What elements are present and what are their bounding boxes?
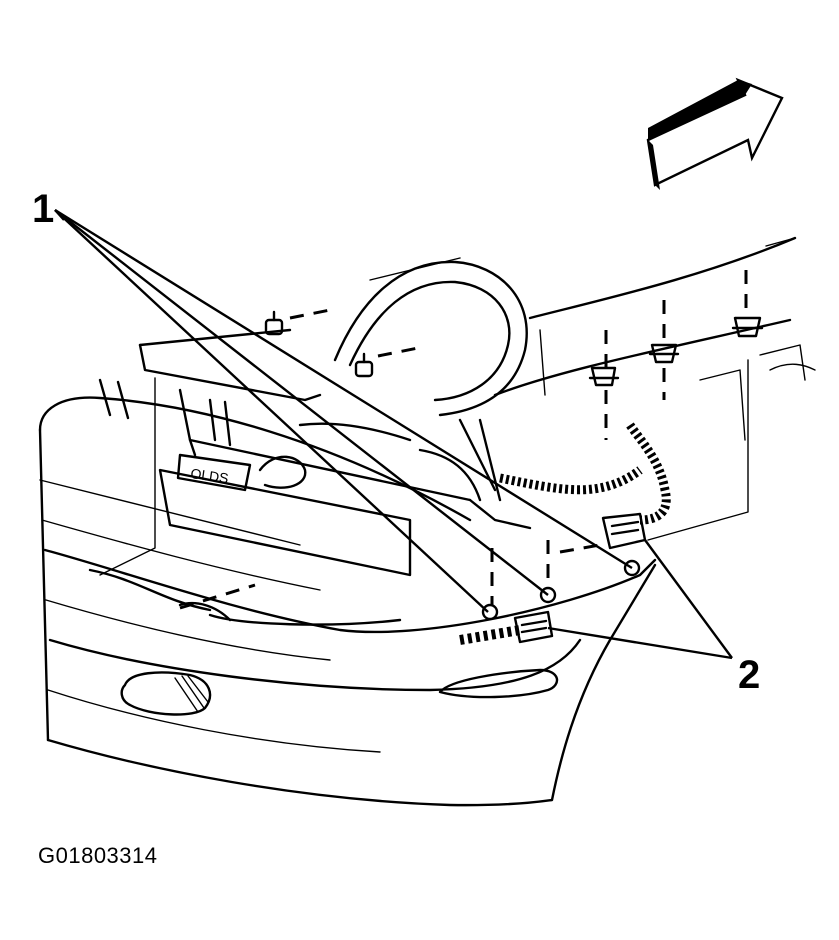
bolt-icon xyxy=(481,603,499,621)
callout-2: 2 xyxy=(738,653,760,697)
push-pin-icon xyxy=(731,316,764,338)
front-fascia xyxy=(38,396,657,807)
vehicle-body-outline xyxy=(493,236,816,441)
headlamp-opening xyxy=(333,257,528,417)
push-pin-icon xyxy=(648,343,680,364)
fastener-group xyxy=(264,310,764,621)
electrical-connector-icon xyxy=(601,512,647,550)
bolt-icon xyxy=(623,559,641,577)
installation-lines xyxy=(99,270,749,610)
bolt-icon xyxy=(539,586,557,604)
front-direction-arrow-icon xyxy=(646,77,784,190)
svg-text:OLDS: OLDS xyxy=(190,465,230,486)
push-pin-icon xyxy=(588,366,620,387)
callout-1: 1 xyxy=(32,187,54,231)
push-pin-icon xyxy=(264,310,284,336)
figure-id: G01803314 xyxy=(38,843,158,868)
grille-panel: OLDS xyxy=(158,453,412,577)
callout-leaders xyxy=(54,208,733,660)
push-pin-icon xyxy=(354,352,374,378)
electrical-connector-icon xyxy=(513,610,554,644)
wiring-harness xyxy=(459,422,671,645)
